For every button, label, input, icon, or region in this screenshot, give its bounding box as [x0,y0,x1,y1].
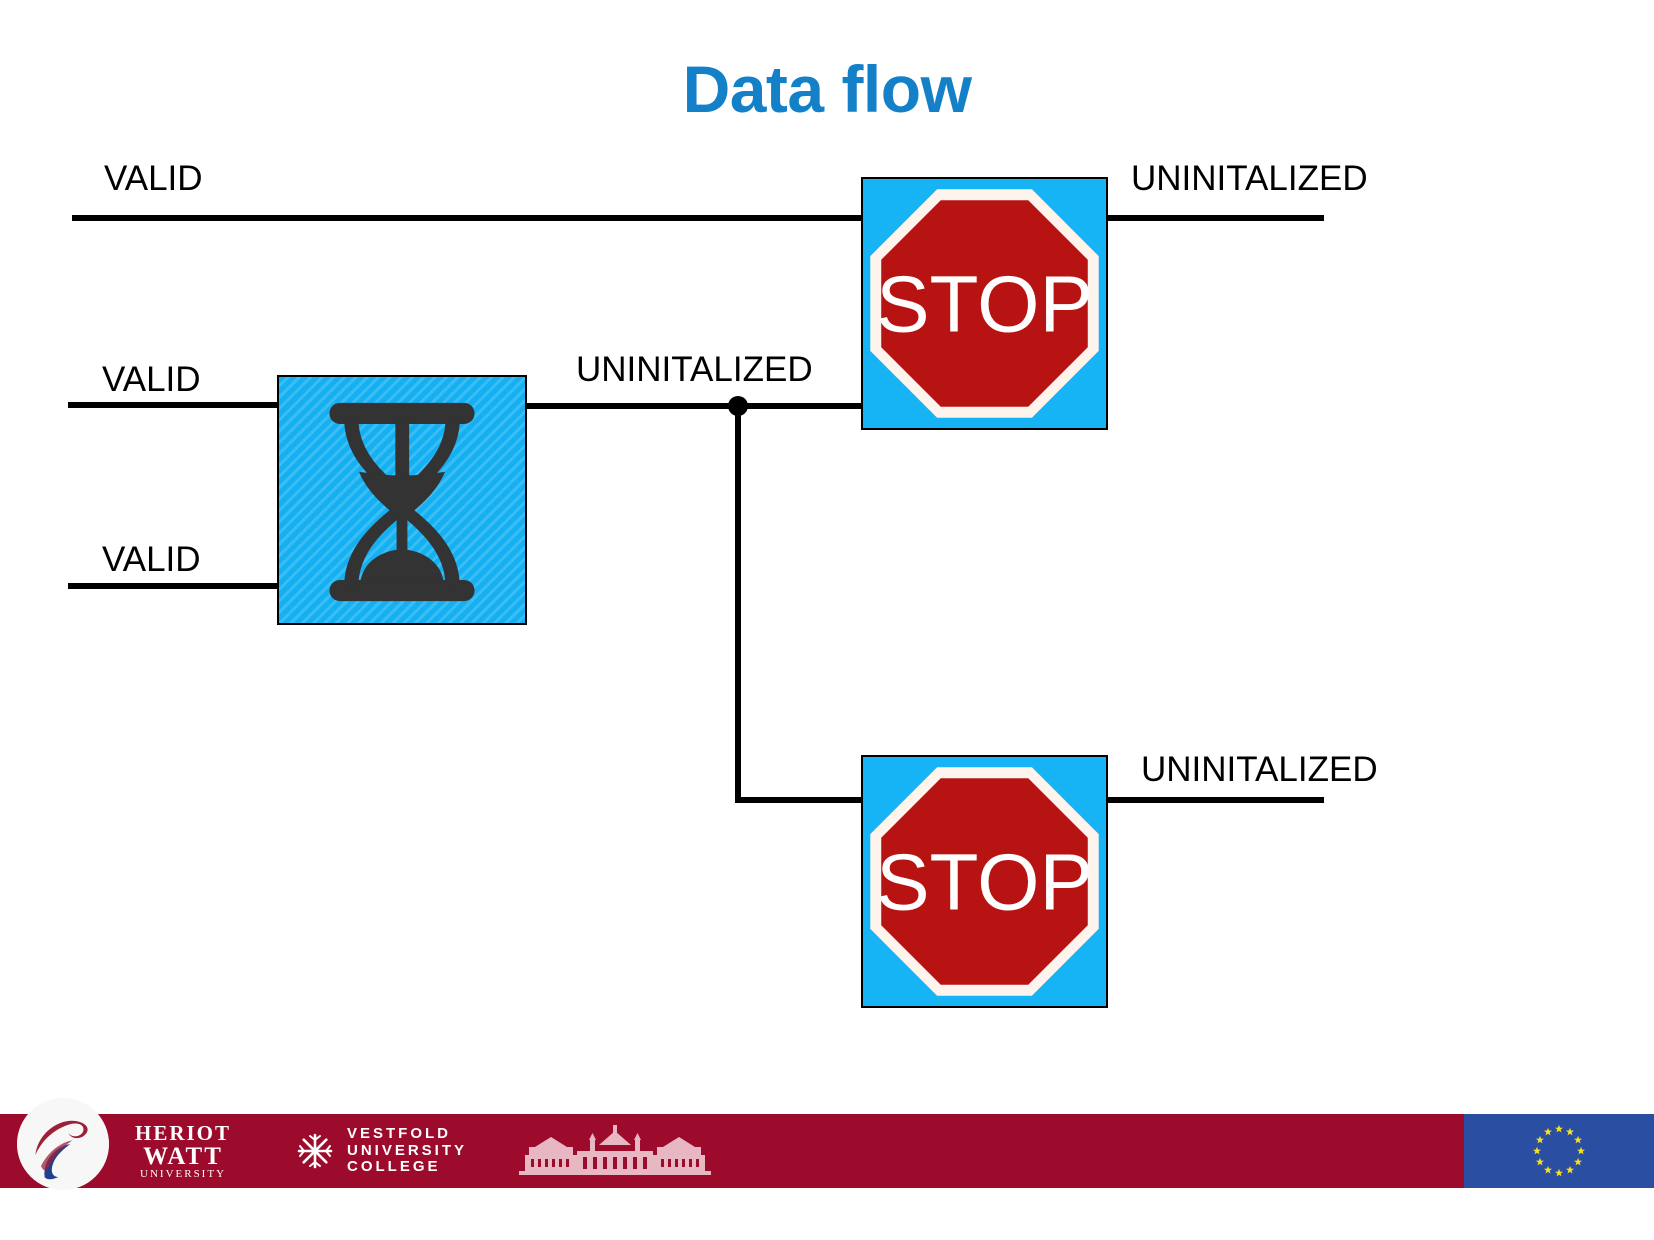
stop-node-bottom[interactable]: STOP [861,755,1108,1008]
hourglass-node[interactable] [277,375,527,625]
stop-node-top[interactable]: STOP [861,177,1108,430]
swirl-emblem-icon [17,1098,109,1190]
label-valid-lower: VALID [102,540,201,579]
snowflake-icon [297,1133,333,1169]
dataflow-wires [68,215,1324,803]
eu-flag-icon [1464,1114,1654,1188]
vestfold-logo: VESTFOLD UNIVERSITY COLLEGE [295,1114,467,1188]
stop-sign-label: STOP [876,259,1093,349]
vuc-line-3: COLLEGE [347,1158,441,1176]
stop-sign-icon: STOP [870,189,1099,418]
label-valid-top: VALID [104,159,203,198]
hw-line-2: WATT [143,1142,223,1170]
university-building-icon [519,1125,711,1175]
label-uninitalized-bottom-right: UNINITALIZED [1141,750,1378,789]
heriot-watt-logo: HERIOT WATT UNIVERSITY [135,1114,231,1188]
stop-sign-label: STOP [876,837,1093,927]
vuc-line-2: UNIVERSITY [347,1141,468,1159]
eu-flag [1464,1114,1654,1188]
page-title: Data flow [682,52,972,126]
hw-line-3: UNIVERSITY [140,1167,227,1180]
wire-junction-dot [728,396,748,416]
stop-sign-icon: STOP [870,767,1099,996]
hw-line-1: HERIOT [135,1120,232,1145]
footer-bar [0,1114,1654,1188]
swirl-logo [17,1098,109,1190]
label-valid-middle: VALID [102,360,201,399]
vuc-line-1: VESTFOLD [347,1124,452,1142]
label-uninitalized-top-right: UNINITALIZED [1131,159,1368,198]
label-uninitalized-middle: UNINITALIZED [576,350,813,389]
hourglass-icon [329,402,475,602]
university-building-logo [515,1114,715,1188]
